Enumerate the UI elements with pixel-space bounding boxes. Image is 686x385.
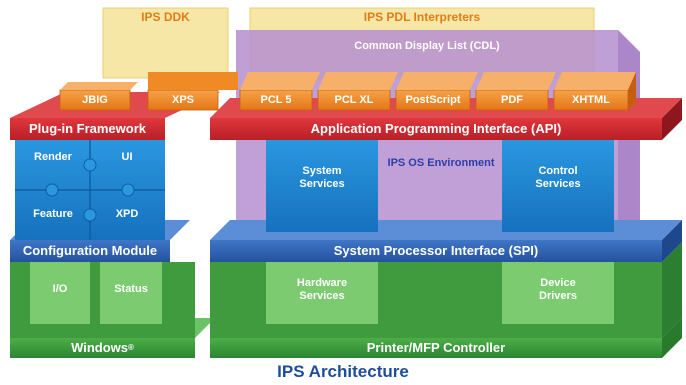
registered-mark: ® [128,343,134,353]
system-services-label: System Services [299,165,345,190]
ips-ddk-label: IPS DDK [141,10,190,25]
spi-label: System Processor Interface (SPI) [333,242,539,258]
windows-label: Windows® [10,338,195,358]
architecture-diagram [10,7,682,358]
render-label: Render [34,150,72,163]
module-tiles [59,72,636,111]
configuration-module-label: Configuration Module [22,242,158,258]
puzzle-block [15,140,165,240]
xpd-label: XPD [115,207,139,220]
feature-label: Feature [33,207,73,220]
control-services-label: Control Services [535,165,581,190]
status-label: Status [114,282,148,295]
hardware-services-label: Hardware Services [296,277,348,302]
module-xhtml: XHTML [572,93,610,106]
api-label: Application Programming Interface (API) [310,120,562,136]
module-jbig: JBIG [82,93,108,106]
module-pdf: PDF [501,93,523,106]
plugin-framework-label: Plug-in Framework [28,120,147,136]
ui-label: UI [121,150,133,163]
ips-pdl-interpreters-label: IPS PDL Interpreters [363,10,481,25]
module-xps: XPS [171,93,194,106]
printer-controller-label: Printer/MFP Controller [366,339,506,355]
device-drivers-label: Device Drivers [539,277,577,302]
io-label: I/O [52,282,68,295]
diagram-caption: IPS Architecture [277,362,409,381]
common-display-list-label: Common Display List (CDL) [354,39,500,52]
module-pcl5: PCL 5 [260,93,292,106]
module-postscript: PostScript [405,93,461,106]
windows-text: Windows [71,339,129,355]
ips-os-environment-label: IPS OS Environment [387,156,495,169]
ips-ddk-panel [102,7,229,79]
module-pclxl: PCL XL [334,93,374,106]
